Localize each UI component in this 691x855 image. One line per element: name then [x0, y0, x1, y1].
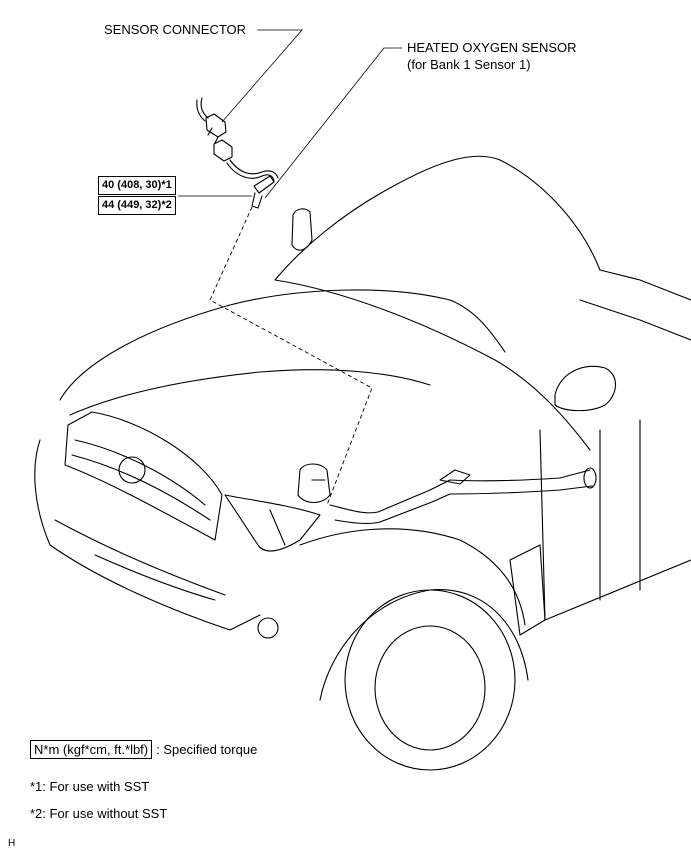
- a-pillar-top: [499, 159, 601, 271]
- tire: [344, 589, 516, 771]
- guide-dash: [209, 206, 373, 506]
- emblem: [118, 456, 146, 484]
- bank-sensor-note: (for Bank 1 Sensor 1): [407, 57, 531, 72]
- grille-frame: [64, 411, 223, 541]
- headlight: [224, 494, 321, 552]
- exhaust-pipe-bottom: [334, 485, 593, 525]
- exhaust-pipe-top: [329, 469, 591, 514]
- headlight-inner: [269, 509, 286, 546]
- hood-edge: [59, 289, 506, 401]
- hood-crease: [69, 369, 431, 416]
- cowl-line: [274, 279, 496, 361]
- connector-pins: [207, 127, 219, 144]
- windshield-top: [274, 155, 501, 281]
- sensor-hex: [253, 175, 275, 194]
- fender-arch: [299, 528, 526, 626]
- sensor-connector-label: SENSOR CONNECTOR: [104, 22, 247, 37]
- window-line: [579, 299, 691, 341]
- sensor-harness: [196, 97, 279, 209]
- fender-flare: [509, 544, 546, 636]
- torque-spec-with-sst: 40 (408, 30)*1: [98, 176, 176, 195]
- harness-wire-upper: [200, 97, 209, 119]
- heated-oxygen-sensor-label: HEATED OXYGEN SENSOR: [407, 40, 577, 55]
- rocker-line: [544, 559, 691, 621]
- harness-wire-lower-2: [226, 162, 275, 182]
- corner-mark: H: [8, 838, 16, 849]
- grille-bar-2: [71, 454, 211, 521]
- note-with-sst: *1: For use with SST: [30, 779, 150, 794]
- fog-lamp: [257, 617, 279, 639]
- sensor-probe: [251, 192, 263, 209]
- door-lines: [539, 419, 641, 621]
- bumper-crease: [54, 519, 226, 596]
- oxygen-sensor-leader: [264, 47, 402, 199]
- grille-bar-1: [74, 439, 206, 506]
- bumper: [34, 439, 261, 631]
- a-pillar-base: [494, 359, 591, 451]
- connector-mate: [213, 139, 233, 162]
- harness-wire-upper-2: [196, 99, 206, 122]
- torque-spec-without-sst: 44 (449, 32)*2: [98, 196, 176, 215]
- exhaust-manifold: [297, 463, 331, 504]
- mirror-left: [291, 208, 313, 251]
- connector-body: [205, 113, 227, 138]
- torque-legend-text: : Specified torque: [156, 742, 258, 757]
- catalyst-bracket: [439, 469, 471, 485]
- leader-lines: [178, 29, 402, 199]
- mirror-right: [554, 365, 617, 412]
- note-without-sst: *2: For use without SST: [30, 806, 168, 821]
- torque-unit-box: N*m (kgf*cm, ft.*lbf): [30, 740, 153, 759]
- exhaust-flange: [583, 467, 597, 489]
- sensor-connector-leader: [221, 29, 303, 123]
- location-guide: [209, 206, 373, 506]
- harness-wire-lower: [229, 159, 279, 179]
- torque-legend: N*m (kgf*cm, ft.*lbf) : Specified torque: [30, 740, 257, 759]
- lower-grille: [94, 554, 216, 601]
- wheel-rim: [374, 625, 486, 751]
- roof-line: [599, 269, 691, 301]
- vehicle-body: [34, 155, 691, 771]
